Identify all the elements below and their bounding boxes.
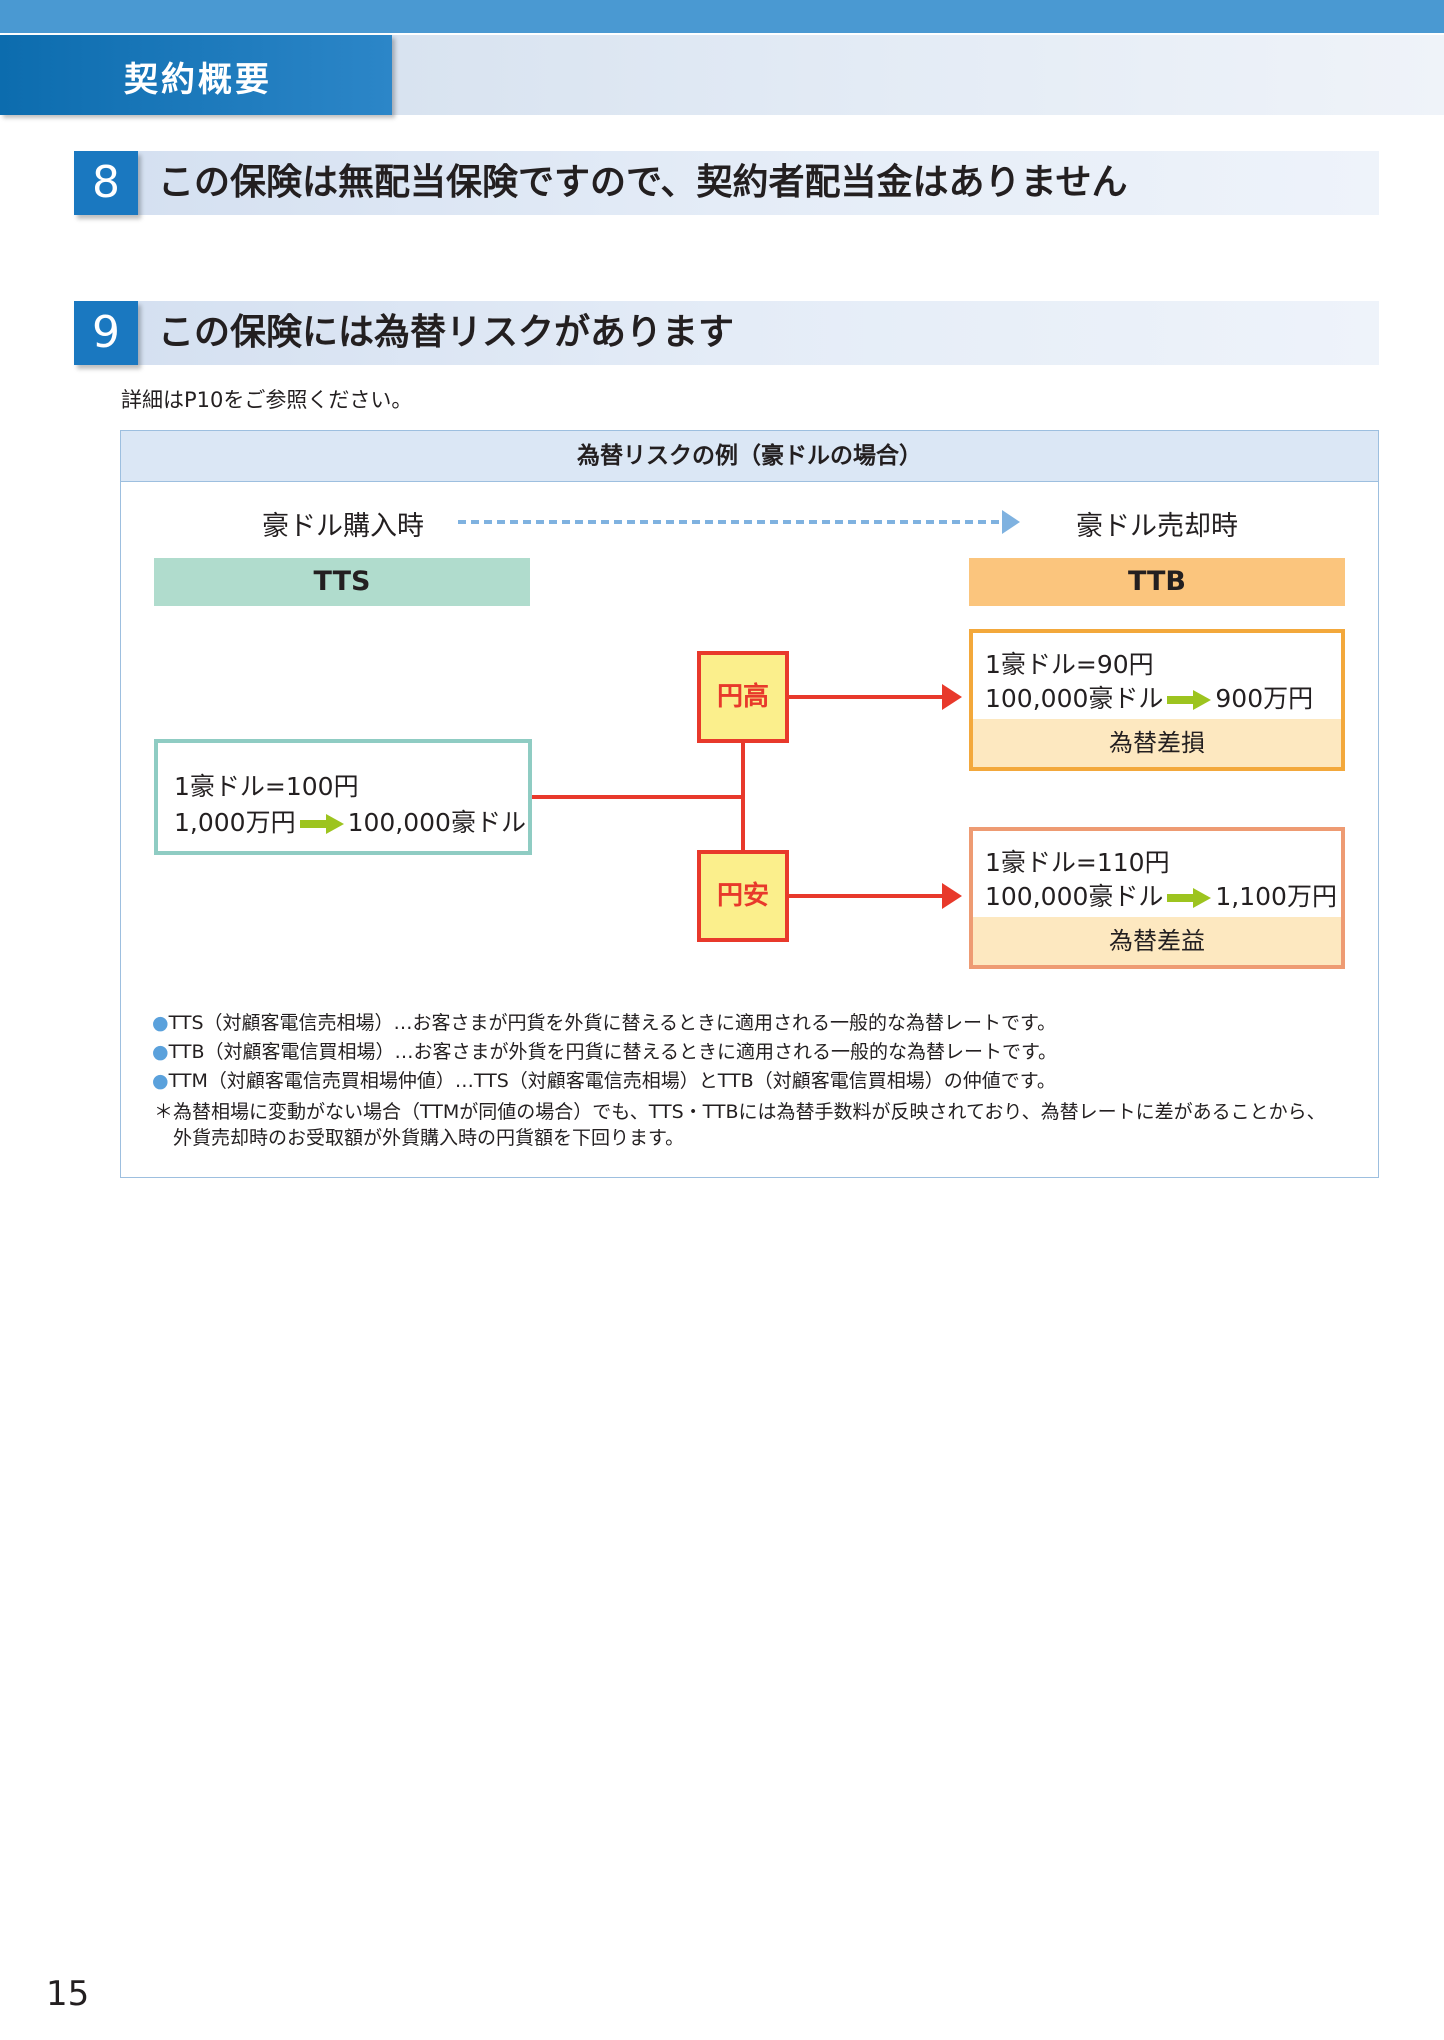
green-arrow-icon <box>299 814 344 834</box>
top-color-bar <box>0 0 1444 33</box>
loss-rate-line: 1豪ドル=90円 <box>985 650 1154 679</box>
footnote-tts: ●TTS（対顧客電信売相場）…お客さまが円貨を外貨に替えるときに適用される一般的… <box>152 1008 1056 1035</box>
purchase-rate-line: 1豪ドル=100円 <box>174 772 359 801</box>
section-9-title: この保険には為替リスクがあります <box>158 312 735 353</box>
bullet-icon: ● <box>152 1041 169 1063</box>
page-number: 15 <box>46 1974 90 2014</box>
footnote-ttm: ●TTM（対顧客電信売買相場仲値）…TTS（対顧客電信売相場）とTTB（対顧客電… <box>152 1066 1056 1093</box>
section-9-number: 9 <box>74 301 138 365</box>
gain-from-amount: 100,000豪ドル <box>985 882 1164 911</box>
red-arrowhead-up <box>942 684 962 710</box>
yen-appreciation-box: 円高 <box>697 651 789 743</box>
footnote-ttb-text: TTB（対顧客電信買相場）…お客さまが外貨を円貨に替えるときに適用される一般的な… <box>168 1041 1058 1063</box>
purchase-time-label: 豪ドル購入時 <box>262 511 424 542</box>
page-category-title: 契約概要 <box>124 60 272 100</box>
section-8-band <box>74 151 1379 215</box>
purchase-from-amount: 1,000万円 <box>174 808 296 837</box>
footnote-star-line1: ＊為替相場に変動がない場合（TTMが同値の場合）でも、TTS・TTBには為替手数… <box>154 1101 1326 1123</box>
reference-note: 詳細はP10をご参照ください。 <box>121 388 413 412</box>
bullet-icon: ● <box>152 1070 169 1092</box>
footnote-ttb: ●TTB（対顧客電信買相場）…お客さまが外貨を円貨に替えるときに適用される一般的… <box>152 1037 1057 1064</box>
loss-from-amount: 100,000豪ドル <box>985 684 1164 713</box>
gain-conversion-line: 100,000豪ドル 1,100万円 <box>985 877 1337 913</box>
purchase-rate-box: 1豪ドル=100円 1,000万円 100,000豪ドル <box>154 739 532 855</box>
gain-to-amount: 1,100万円 <box>1215 882 1337 911</box>
red-arrowhead-down <box>942 883 962 909</box>
footnote-star-line2: 外貨売却時のお受取額が外貨購入時の円貨額を下回ります。 <box>173 1127 685 1149</box>
fx-gain-box: 1豪ドル=110円 100,000豪ドル 1,100万円 為替差益 <box>969 827 1345 969</box>
red-connector-lines <box>532 695 945 898</box>
purchase-to-amount: 100,000豪ドル <box>347 808 526 837</box>
footnote-ttm-text: TTM（対顧客電信売買相場仲値）…TTS（対顧客電信売相場）とTTB（対顧客電信… <box>168 1070 1056 1092</box>
section-8-title: この保険は無配当保険ですので、契約者配当金はありません <box>158 162 1128 203</box>
green-arrow-icon <box>1167 888 1212 908</box>
sale-time-label: 豪ドル売却時 <box>1076 511 1238 542</box>
bullet-icon: ● <box>152 1012 169 1034</box>
purchase-conversion-line: 1,000万円 100,000豪ドル <box>174 803 526 839</box>
section-8-number: 8 <box>74 151 138 215</box>
ttb-header: TTB <box>969 558 1345 606</box>
yen-depreciation-box: 円安 <box>697 850 789 942</box>
footnote-tts-text: TTS（対顧客電信売相場）…お客さまが円貨を外貨に替えるときに適用される一般的な… <box>168 1012 1057 1034</box>
loss-conversion-line: 100,000豪ドル 900万円 <box>985 679 1313 715</box>
green-arrow-icon <box>1167 690 1212 710</box>
timeline-dashed-arrow <box>458 510 1020 534</box>
loss-to-amount: 900万円 <box>1215 684 1314 713</box>
header-tab <box>0 35 392 115</box>
fx-gain-label: 為替差益 <box>973 917 1341 965</box>
tts-header: TTS <box>154 558 530 606</box>
section-9-band <box>74 301 1379 365</box>
fx-risk-panel-title: 為替リスクの例（豪ドルの場合） <box>120 430 1379 482</box>
fx-loss-label: 為替差損 <box>973 719 1341 767</box>
fx-loss-box: 1豪ドル=90円 100,000豪ドル 900万円 為替差損 <box>969 629 1345 771</box>
gain-rate-line: 1豪ドル=110円 <box>985 848 1170 877</box>
